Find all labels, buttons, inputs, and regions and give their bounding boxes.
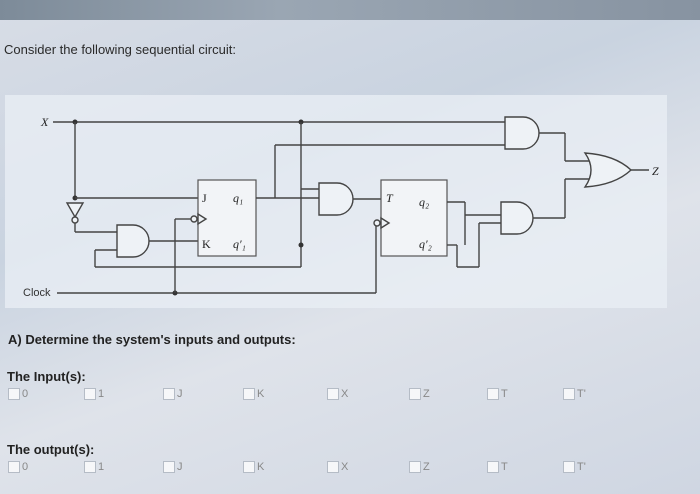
input-checkbox-z[interactable] [409, 388, 421, 400]
t-clock-bubble [373, 219, 381, 227]
input-checkbox-t-prime[interactable] [563, 388, 575, 400]
input-option-1[interactable]: 1 [84, 388, 104, 400]
output-option-x-label: X [341, 461, 349, 473]
q1-not-label: q′₁ [233, 237, 246, 251]
t-label: T [386, 191, 394, 205]
output-option-t-label: T [501, 461, 508, 473]
k-label: K [202, 237, 211, 251]
input-option-t-prime[interactable]: T' [563, 388, 586, 400]
circuit-diagram: X J K q₁ q′₁ Clock [5, 95, 667, 308]
output-checkbox-k[interactable] [243, 461, 255, 473]
z-label: Z [652, 164, 659, 178]
output-option-0-label: 0 [22, 461, 29, 473]
output-option-z[interactable]: Z [409, 461, 430, 473]
and-gate-upper [504, 116, 540, 150]
circuit-svg: X J K q₁ q′₁ Clock [23, 115, 659, 299]
and-gate-k [116, 224, 150, 258]
output-checkbox-1[interactable] [84, 461, 96, 473]
output-option-t-prime[interactable]: T' [563, 461, 586, 473]
j-label: J [202, 191, 207, 205]
jk-flipflop [197, 179, 257, 257]
q2-label: q₂ [419, 195, 429, 209]
t-flipflop [380, 179, 448, 257]
output-option-j[interactable]: J [163, 461, 183, 473]
input-option-t-label: T [501, 388, 508, 400]
output-checkbox-t[interactable] [487, 461, 499, 473]
part-a-heading: A) Determine the system's inputs and out… [8, 332, 296, 347]
input-option-z[interactable]: Z [409, 388, 430, 400]
jk-clock-bubble [190, 215, 198, 223]
output-option-j-label: J [177, 461, 183, 473]
inputs-label: The Input(s): [7, 369, 86, 384]
input-checkbox-0[interactable] [8, 388, 20, 400]
output-checkbox-j[interactable] [163, 461, 175, 473]
output-option-t-prime-label: T' [577, 461, 586, 473]
input-option-x-label: X [341, 388, 349, 400]
input-checkbox-1[interactable] [84, 388, 96, 400]
and-gate-t [318, 182, 354, 216]
output-checkbox-t-prime[interactable] [563, 461, 575, 473]
clock-label: Clock [23, 287, 51, 299]
input-checkbox-k[interactable] [243, 388, 255, 400]
t-clock-triangle [380, 216, 391, 230]
output-option-k[interactable]: K [243, 461, 264, 473]
x-label: X [40, 115, 49, 129]
question-title: Consider the following sequential circui… [4, 42, 236, 57]
output-checkbox-z[interactable] [409, 461, 421, 473]
input-option-0-label: 0 [22, 388, 29, 400]
browser-top-strip [0, 0, 700, 20]
output-option-1-label: 1 [98, 461, 105, 473]
output-checkbox-x[interactable] [327, 461, 339, 473]
output-option-z-label: Z [423, 461, 430, 473]
input-option-j-label: J [177, 388, 183, 400]
input-checkbox-x[interactable] [327, 388, 339, 400]
q1-label: q₁ [233, 191, 243, 205]
jk-clock-triangle [197, 212, 208, 226]
output-option-k-label: K [257, 461, 265, 473]
output-option-t[interactable]: T [487, 461, 508, 473]
x-mid-junction [298, 242, 304, 248]
q2-not-label: q′₂ [419, 237, 432, 251]
input-option-t[interactable]: T [487, 388, 508, 400]
input-option-x[interactable]: X [327, 388, 348, 400]
input-option-k[interactable]: K [243, 388, 264, 400]
output-checkbox-0[interactable] [8, 461, 20, 473]
outputs-label: The output(s): [7, 442, 95, 457]
inverter-bubble [71, 216, 79, 224]
input-option-k-label: K [257, 388, 265, 400]
and-gate-lower [500, 201, 534, 235]
output-option-1[interactable]: 1 [84, 461, 104, 473]
input-checkbox-j[interactable] [163, 388, 175, 400]
output-option-x[interactable]: X [327, 461, 348, 473]
input-option-z-label: Z [423, 388, 430, 400]
input-option-j[interactable]: J [163, 388, 183, 400]
output-option-0[interactable]: 0 [8, 461, 28, 473]
or-gate [583, 152, 633, 188]
input-option-t-prime-label: T' [577, 388, 586, 400]
input-option-0[interactable]: 0 [8, 388, 28, 400]
inverter-gate [65, 202, 85, 219]
input-option-1-label: 1 [98, 388, 105, 400]
input-checkbox-t[interactable] [487, 388, 499, 400]
